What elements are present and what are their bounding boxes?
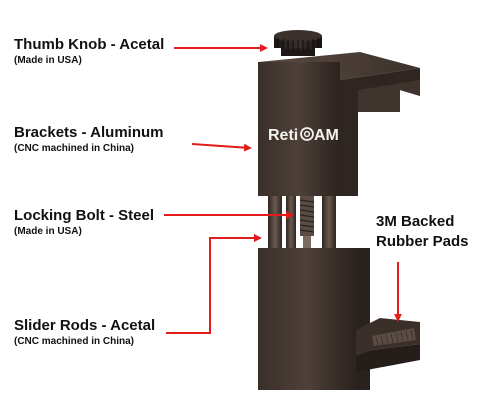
logo-text-left: Reti (268, 127, 298, 144)
svg-text:AM: AM (314, 127, 339, 144)
arrow-brackets (191, 143, 252, 152)
callout-title: Thumb Knob - Acetal (14, 36, 165, 53)
callout-thumb-knob: Thumb Knob - Acetal (Made in USA) (14, 36, 164, 67)
logo-text-right: AM (314, 127, 339, 144)
upper-bracket (258, 52, 420, 196)
callout-locking-bolt: Locking Bolt - Steel (Made in USA) (14, 207, 154, 238)
callout-slider-rods: Slider Rods - Acetal (CNC machined in Ch… (14, 317, 155, 348)
slider-rods (268, 196, 336, 254)
arrow-rods (166, 234, 262, 334)
thumb-knob (274, 30, 322, 56)
callout-brackets: Brackets - Aluminum (CNC machined in Chi… (14, 124, 163, 155)
callout-title: Locking Bolt - Steel (14, 207, 155, 224)
callout-title-line2: Rubber Pads (376, 233, 469, 250)
callout-subtitle: (CNC machined in China) (14, 143, 135, 154)
locking-bolt (299, 196, 315, 248)
callout-title: Brackets - Aluminum (14, 124, 164, 141)
lower-bracket (258, 248, 420, 390)
callout-subtitle: (CNC machined in China) (14, 336, 135, 347)
callout-rubber-pads: 3M Backed Rubber Pads (376, 212, 469, 252)
callout-subtitle: (Made in USA) (14, 55, 82, 66)
callout-title-line1: 3M Backed (376, 213, 455, 230)
callout-arrows (164, 44, 402, 334)
svg-text:Reti: Reti (268, 127, 298, 144)
callout-title: Slider Rods - Acetal (14, 317, 156, 334)
rubber-pad (372, 328, 416, 347)
callout-subtitle: (Made in USA) (14, 226, 82, 237)
reticam-logo: Reti AM (268, 127, 339, 144)
